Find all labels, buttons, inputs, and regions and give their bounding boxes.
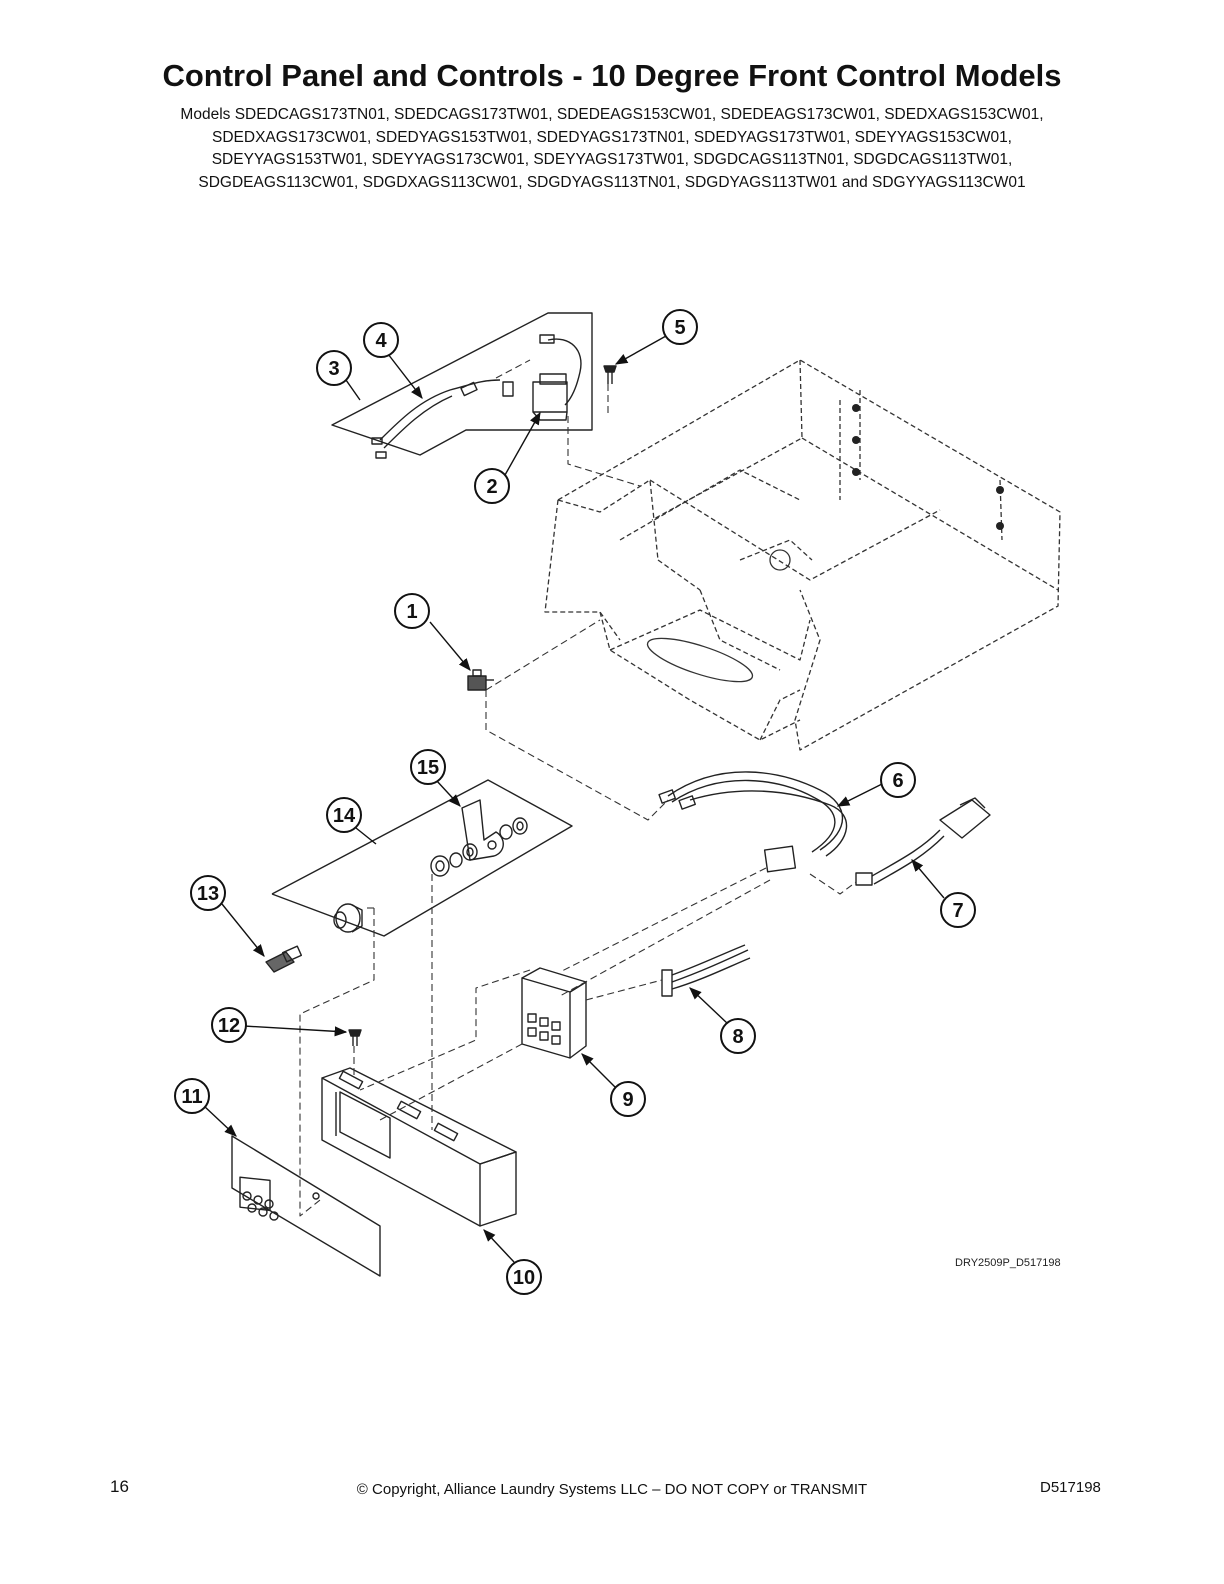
svg-text:5: 5 [674,317,685,339]
callout-12: 12 [211,1007,247,1043]
model-line: SDEYYAGS153TW01, SDEYYAGS173CW01, SDEYYA… [211,151,1013,168]
callout-14: 14 [326,797,362,833]
svg-text:11: 11 [181,1086,202,1108]
callout-10: 10 [506,1259,542,1295]
callout-6: 6 [880,762,916,798]
callout-1: 1 [394,593,430,629]
svg-text:14: 14 [333,805,356,827]
transformer-kit-panel [331,312,593,456]
svg-text:3: 3 [328,358,339,380]
model-line: Models SDEDCAGS173TN01, SDEDCAGS173TW01,… [180,106,1044,123]
cabinet-housing [544,359,1061,751]
svg-text:13: 13 [197,883,219,905]
control-overlay [231,1135,381,1277]
sensor-harness [855,797,991,886]
svg-text:15: 15 [417,757,439,779]
callout-7: 7 [940,892,976,928]
lock-cam-icon [461,799,504,861]
svg-text:1: 1 [406,601,417,623]
svg-text:10: 10 [513,1267,535,1289]
control-module-icon [521,967,587,1059]
page-number: 16 [110,1477,129,1496]
transformer-harness [371,334,582,459]
transformer-icon [502,373,568,421]
svg-text:8: 8 [732,1026,743,1048]
assembly-lines [299,359,857,1217]
page-title: Control Panel and Controls - 10 Degree F… [162,58,1062,93]
switch-icon [467,669,494,691]
model-line: SDEDXAGS173CW01, SDEDYAGS153TW01, SDEDYA… [212,128,1012,146]
callout-2: 2 [474,468,510,504]
model-line: SDGDEAGS113CW01, SDGDXAGS113CW01, SDGDYA… [198,173,1026,191]
copyright-notice: © Copyright, Alliance Laundry Systems LL… [356,1481,868,1498]
connector-harness [661,944,751,997]
document-number: D517198 [1040,1479,1101,1496]
callout-9: 9 [610,1081,646,1117]
callout-11: 11 [174,1078,210,1114]
callout-4: 4 [363,322,399,358]
callout-15: 15 [410,749,446,785]
lock-kit-panel [271,779,573,937]
washers-icon [430,817,528,877]
callout-bubbles: 1 2 3 4 5 6 7 8 9 10 11 12 13 14 15 [174,309,976,1295]
cabinet-handle-recess [646,637,754,683]
callout-13: 13 [190,875,226,911]
cabinet-fasteners [769,404,1004,571]
lock-cylinder-icon [333,903,363,933]
svg-text:6: 6 [892,770,903,792]
screw-icon [348,1029,362,1046]
key-icon [265,945,303,973]
svg-text:7: 7 [952,900,963,922]
wire-harness [658,771,848,873]
drawing-id: DRY2509P_D517198 [955,1257,1061,1269]
screw-icon [603,365,617,384]
svg-text:9: 9 [622,1089,633,1111]
svg-text:12: 12 [218,1015,240,1037]
model-list: Models SDEDCAGS173TN01, SDEDCAGS173TW01,… [40,104,1184,194]
callout-leaders [203,335,945,1263]
svg-text:4: 4 [375,330,387,352]
callout-5: 5 [662,309,698,345]
callout-8: 8 [720,1018,756,1054]
svg-text:2: 2 [486,476,497,498]
control-panel-bezel [321,1067,517,1227]
callout-3: 3 [316,350,352,386]
